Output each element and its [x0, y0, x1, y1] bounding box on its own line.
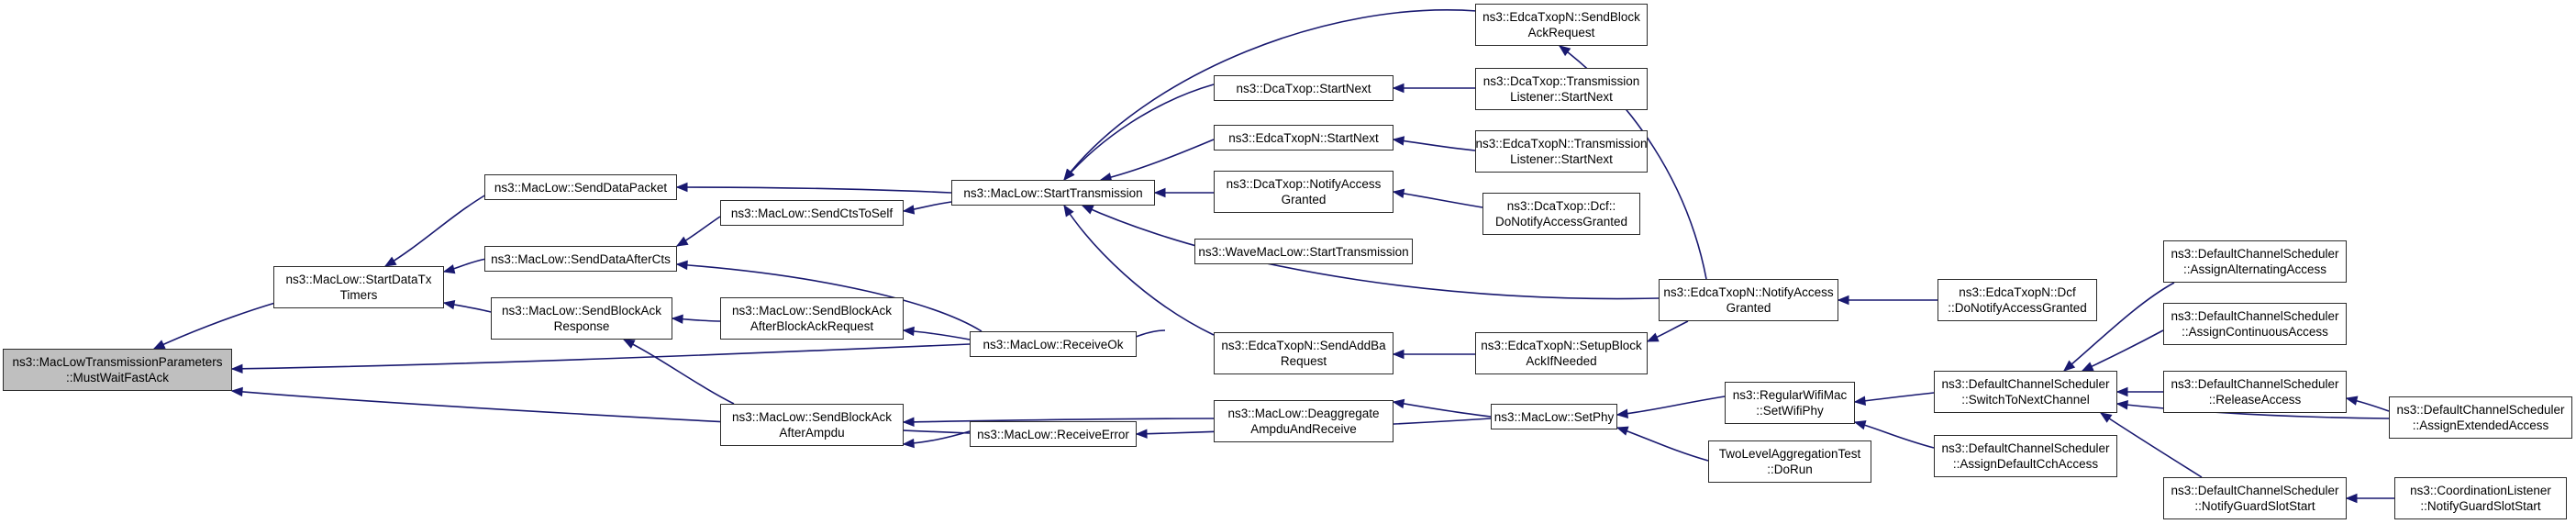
node-dcs-releaseaccess[interactable]: ns3::DefaultChannelScheduler ::ReleaseAc… — [2163, 371, 2347, 413]
node-dcs-assignextended[interactable]: ns3::DefaultChannelScheduler ::AssignExt… — [2389, 396, 2572, 439]
edge-receiveok-senddataaftercts — [676, 263, 983, 332]
edge-edca-notifyaccessgranted-starttransmission — [1082, 205, 1660, 300]
node-dcs-notifyguardslotstart[interactable]: ns3::DefaultChannelScheduler ::NotifyGua… — [2163, 477, 2347, 519]
edge-dca-dcf-donotify-dca-notifyaccessgranted — [1393, 191, 1483, 208]
node-edca-sendbar[interactable]: ns3::EdcaTxopN::SendBlock AckRequest — [1475, 4, 1648, 46]
node-dcs-switchtonext[interactable]: ns3::DefaultChannelScheduler ::SwitchToN… — [1934, 371, 2117, 413]
arrowhead-edca-dcf-donotify-edca-notifyaccessgranted — [1837, 295, 1849, 306]
node-sendblockackafterampdu[interactable]: ns3::MacLow::SendBlockAck AfterAmpdu — [720, 404, 904, 446]
node-edca-notifyaccessgranted[interactable]: ns3::EdcaTxopN::NotifyAccess Granted — [1659, 279, 1838, 321]
arrowhead-edca-setupblockack-edca-sendaddba — [1392, 349, 1405, 360]
node-startdatatxtimers[interactable]: ns3::MacLow::StartDataTx Timers — [273, 266, 444, 308]
node-sendblockackafterbar[interactable]: ns3::MacLow::SendBlockAck AfterBlockAckR… — [720, 297, 904, 340]
arrowhead-dcs-assignalternating-dcs-switchtonext — [2062, 360, 2076, 372]
arrowhead-receiveok-mustwaitfastack — [230, 363, 243, 374]
node-edca-setupblockack[interactable]: ns3::EdcaTxopN::SetupBlock AckIfNeeded — [1475, 332, 1648, 374]
arrowhead-setphy-deaggregate — [1392, 398, 1405, 409]
edge-receiveok-mustwaitfastack — [231, 343, 971, 370]
arrowhead-dcs-releaseaccess-dcs-switchtonext — [2115, 386, 2128, 397]
node-setphy[interactable]: ns3::MacLow::SetPhy — [1491, 404, 1617, 429]
arrowhead-sendblockackafterbar-sendblockackresponse — [671, 314, 683, 324]
node-mustwaitfastack[interactable]: ns3::MacLowTransmissionParameters ::Must… — [3, 349, 232, 391]
edge-dcs-notifyguardslotstart-dcs-switchtonext — [2100, 412, 2203, 478]
node-dca-startnext[interactable]: ns3::DcaTxop::StartNext — [1214, 75, 1393, 101]
arrowhead-dcs-assigncontinuous-dcs-switchtonext — [2081, 362, 2094, 372]
edge-senddatapacket-startdatatxtimers — [384, 194, 487, 267]
arrowhead-deaggregate-sendblockackafterampdu — [902, 417, 915, 428]
edge-edca-sendbar-starttransmission — [1063, 9, 1478, 181]
arrowhead-edca-sendbar-starttransmission — [1063, 168, 1075, 182]
edge-edca-tl-startnext-edca-startnext — [1393, 139, 1476, 151]
arrowhead-receiveerror-mustwaitfastack — [230, 386, 243, 397]
node-dca-tl-startnext[interactable]: ns3::DcaTxop::Transmission Listener::Sta… — [1475, 68, 1648, 110]
node-receiveok[interactable]: ns3::MacLow::ReceiveOk — [970, 331, 1137, 357]
edge-edca-sendaddba-starttransmission — [1063, 205, 1215, 336]
arrowhead-dca-dcf-donotify-dca-notifyaccessgranted — [1392, 188, 1405, 199]
edge-deaggregate-sendblockackafterampdu — [903, 418, 1215, 423]
node-sendblockackresponse[interactable]: ns3::MacLow::SendBlockAck Response — [491, 297, 672, 340]
edge-twolevel-dorun-setphy — [1616, 427, 1709, 462]
arrowhead-setphy-receiveerror — [1135, 429, 1148, 439]
edge-dca-startnext-starttransmission — [1063, 84, 1215, 181]
arrowhead-dcs-switchtonext-regularwifimac-setwifiphy — [1853, 396, 1866, 406]
edge-dcs-assignextended-dcs-switchtonext — [2116, 403, 2390, 419]
edge-dcs-switchtonext-regularwifimac-setwifiphy — [1854, 392, 1935, 403]
node-wave-starttransmission[interactable]: ns3::WaveMacLow::StartTransmission — [1194, 239, 1413, 264]
node-senddataaftercts[interactable]: ns3::MacLow::SendDataAfterCts — [484, 246, 677, 272]
arrowhead-dcs-notifyguardslotstart-dcs-switchtonext — [2099, 412, 2113, 423]
edge-setphy-deaggregate — [1393, 401, 1492, 418]
edge-dcs-assignalternating-dcs-switchtonext — [2063, 282, 2175, 372]
node-edca-startnext[interactable]: ns3::EdcaTxopN::StartNext — [1214, 125, 1393, 151]
node-deaggregate[interactable]: ns3::MacLow::Deaggregate AmpduAndReceive — [1214, 400, 1393, 442]
node-edca-dcf-donotify[interactable]: ns3::EdcaTxopN::Dcf ::DoNotifyAccessGran… — [1938, 279, 2097, 321]
arrowhead-sendctstoself-senddataaftercts — [675, 236, 689, 247]
edge-starttransmission-senddatapacket — [676, 186, 952, 194]
arrowhead-edca-notifyaccessgranted-edca-setupblockack — [1646, 332, 1660, 342]
node-twolevel-dorun[interactable]: TwoLevelAggregationTest ::DoRun — [1708, 440, 1871, 483]
node-dca-notifyaccessgranted[interactable]: ns3::DcaTxop::NotifyAccess Granted — [1214, 171, 1393, 213]
arrowhead-regularwifimac-setwifiphy-setphy — [1616, 408, 1628, 418]
arrowhead-starttransmission-sendctstoself — [902, 205, 916, 215]
node-receiveerror[interactable]: ns3::MacLow::ReceiveError — [970, 421, 1137, 447]
arrowhead-dcs-assigndefaultcch-regularwifimac-setwifiphy — [1853, 420, 1867, 430]
node-edca-sendaddba[interactable]: ns3::EdcaTxopN::SendAddBa Request — [1214, 332, 1393, 374]
arrowhead-dcs-assignextended-dcs-switchtonext — [2115, 400, 2128, 410]
arrowhead-senddataaftercts-startdatatxtimers — [442, 264, 456, 274]
arrowhead-edca-tl-startnext-edca-startnext — [1392, 136, 1405, 146]
arrowhead-receiveok-senddataaftercts — [675, 260, 688, 271]
arrowhead-receiveok-sendblockackafterbar — [902, 326, 915, 337]
node-sendctstoself[interactable]: ns3::MacLow::SendCtsToSelf — [720, 200, 904, 226]
arrowhead-dca-tl-startnext-dca-startnext — [1392, 83, 1405, 94]
arrowhead-edca-notifyaccessgranted-edca-sendbar — [1558, 45, 1571, 57]
edge-sendblockackafterampdu-sendblockackresponse — [623, 339, 735, 405]
node-starttransmission[interactable]: ns3::MacLow::StartTransmission — [951, 180, 1155, 206]
arrowhead-dca-notifyaccessgranted-starttransmission — [1153, 187, 1166, 198]
node-dcs-assigncontinuous[interactable]: ns3::DefaultChannelScheduler ::AssignCon… — [2163, 303, 2347, 345]
edge-dcs-assigncontinuous-dcs-switchtonext — [2082, 329, 2164, 372]
arrowhead-cl-notifyguardslotstart-dcs-notifyguardslotstart — [2345, 493, 2358, 504]
arrowhead-receiveerror-sendblockackafterampdu — [902, 438, 915, 449]
arrowhead-senddatapacket-startdatatxtimers — [383, 256, 397, 267]
node-dcs-assigndefaultcch[interactable]: ns3::DefaultChannelScheduler ::AssignDef… — [1934, 435, 2117, 477]
node-senddatapacket[interactable]: ns3::MacLow::SendDataPacket — [484, 174, 677, 200]
arrowhead-edca-sendaddba-starttransmission — [1063, 204, 1074, 217]
arrowhead-dcs-assignextended-dcs-releaseaccess — [2345, 396, 2359, 406]
node-regularwifimac-setwifiphy[interactable]: ns3::RegularWifiMac ::SetWifiPhy — [1725, 382, 1855, 424]
arrowhead-sendblockackafterampdu-sendblockackresponse — [622, 339, 636, 349]
arrowhead-edca-notifyaccessgranted-starttransmission — [1081, 205, 1094, 215]
arrowhead-starttransmission-senddatapacket — [675, 182, 688, 193]
edge-startdatatxtimers-mustwaitfastack — [153, 302, 276, 350]
node-edca-tl-startnext[interactable]: ns3::EdcaTxopN::Transmission Listener::S… — [1475, 130, 1648, 173]
node-dca-dcf-donotify[interactable]: ns3::DcaTxop::Dcf:: DoNotifyAccessGrante… — [1482, 193, 1640, 235]
node-cl-notifyguardslotstart[interactable]: ns3::CoordinationListener ::NotifyGuardS… — [2394, 477, 2567, 519]
arrowhead-startdatatxtimers-mustwaitfastack — [152, 340, 166, 350]
arrowhead-twolevel-dorun-setphy — [1616, 426, 1629, 436]
edge-regularwifimac-setwifiphy-setphy — [1616, 396, 1726, 416]
node-dcs-assignalternating[interactable]: ns3::DefaultChannelScheduler ::AssignAlt… — [2163, 240, 2347, 283]
arrowhead-sendblockackresponse-startdatatxtimers — [442, 299, 456, 310]
edge-edca-startnext-starttransmission — [1100, 139, 1215, 181]
